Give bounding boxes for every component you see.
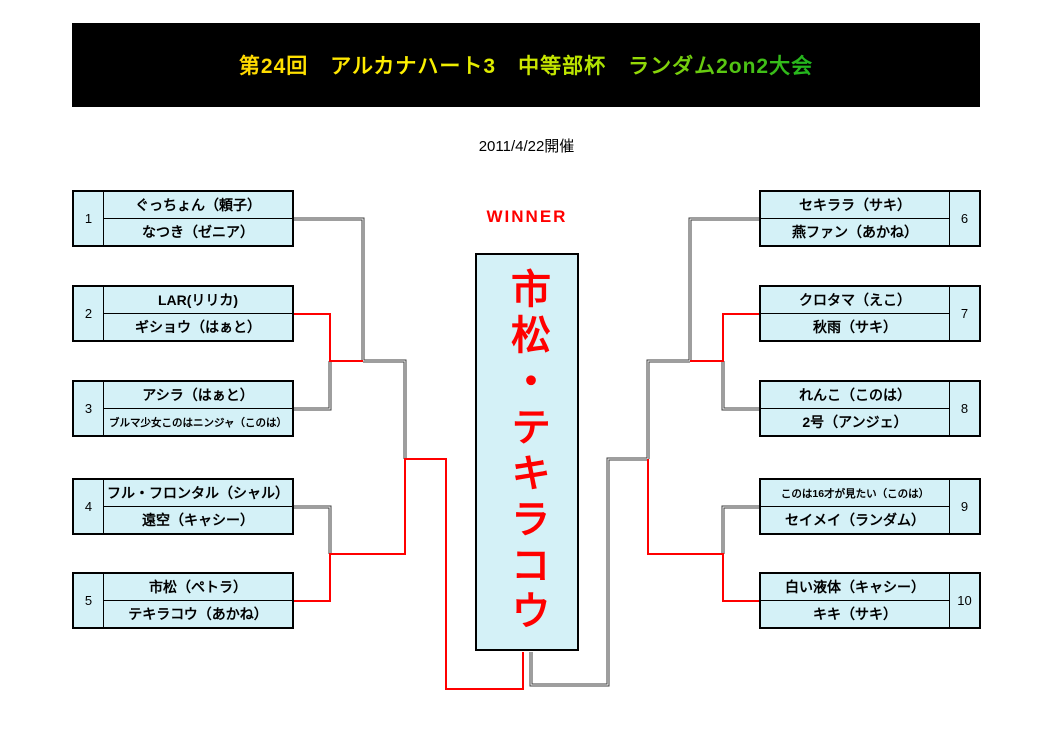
team-member-name: ギショウ（はぁと）: [135, 319, 261, 335]
team-member-name: れんこ（このは）: [761, 382, 949, 409]
bracket-box-3: 3 アシラ（はぁと） ブルマ少女このはニンジャ（このは）: [72, 380, 294, 437]
bracket-box-1: 1 ぐっちょん（頼子） なつき（ゼニア）: [72, 190, 294, 247]
team-member-name: なつき（ゼニア）: [142, 224, 254, 240]
seed-number: 3: [74, 382, 104, 435]
seed-number: 8: [949, 382, 979, 435]
team-member-name: アシラ（はぁと）: [104, 382, 292, 409]
event-date: 2011/4/22開催: [478, 138, 575, 155]
team-member-name: 市松（ペトラ）: [104, 574, 292, 601]
bracket-box-4: 4 フル・フロンタル（シャル） 遠空（キャシー）: [72, 478, 294, 535]
team-member-name: 遠空（キャシー）: [142, 512, 254, 528]
team-member-name: 2号（アンジェ）: [802, 414, 908, 430]
team-member-name: フル・フロンタル（シャル）: [104, 480, 292, 507]
team-member-name: クロタマ（えこ）: [761, 287, 949, 314]
seed-number: 5: [74, 574, 104, 627]
team-member-name: 秋雨（サキ）: [813, 319, 897, 335]
tournament-title: 第24回 アルカナハート3 中等部杯 ランダム2on2大会: [239, 50, 813, 80]
header-banner: 第24回 アルカナハート3 中等部杯 ランダム2on2大会: [72, 23, 980, 107]
team-member-name: セキララ（サキ）: [761, 192, 949, 219]
winner-team-name: 市松・テキラコウ: [505, 268, 549, 636]
bracket-box-8: 8 れんこ（このは） 2号（アンジェ）: [759, 380, 981, 437]
team-member-name: 白い液体（キャシー）: [761, 574, 949, 601]
team-member-name: セイメイ（ランダム）: [785, 512, 925, 528]
bracket-box-10: 10 白い液体（キャシー） キキ（サキ）: [759, 572, 981, 629]
winner-box: 市松・テキラコウ: [475, 253, 579, 651]
bracket-box-7: 7 クロタマ（えこ） 秋雨（サキ）: [759, 285, 981, 342]
bracket-box-6: 6 セキララ（サキ） 燕ファン（あかね）: [759, 190, 981, 247]
seed-number: 1: [74, 192, 104, 245]
seed-number: 2: [74, 287, 104, 340]
team-member-name: キキ（サキ）: [813, 606, 897, 622]
team-member-name: このは16才が見たい（このは）: [761, 480, 949, 507]
seed-number: 10: [949, 574, 979, 627]
team-member-name: ブルマ少女このはニンジャ（このは）: [109, 416, 287, 429]
winner-label: WINNER: [486, 207, 568, 226]
bracket-box-5: 5 市松（ペトラ） テキラコウ（あかね）: [72, 572, 294, 629]
bracket-box-9: 9 このは16才が見たい（このは） セイメイ（ランダム）: [759, 478, 981, 535]
seed-number: 7: [949, 287, 979, 340]
seed-number: 9: [949, 480, 979, 533]
team-member-name: テキラコウ（あかね）: [128, 606, 268, 622]
team-member-name: LAR(リリカ): [104, 287, 292, 314]
seed-number: 6: [949, 192, 979, 245]
team-member-name: ぐっちょん（頼子）: [104, 192, 292, 219]
bracket-box-2: 2 LAR(リリカ) ギショウ（はぁと）: [72, 285, 294, 342]
seed-number: 4: [74, 480, 104, 533]
team-member-name: 燕ファン（あかね）: [792, 224, 918, 240]
